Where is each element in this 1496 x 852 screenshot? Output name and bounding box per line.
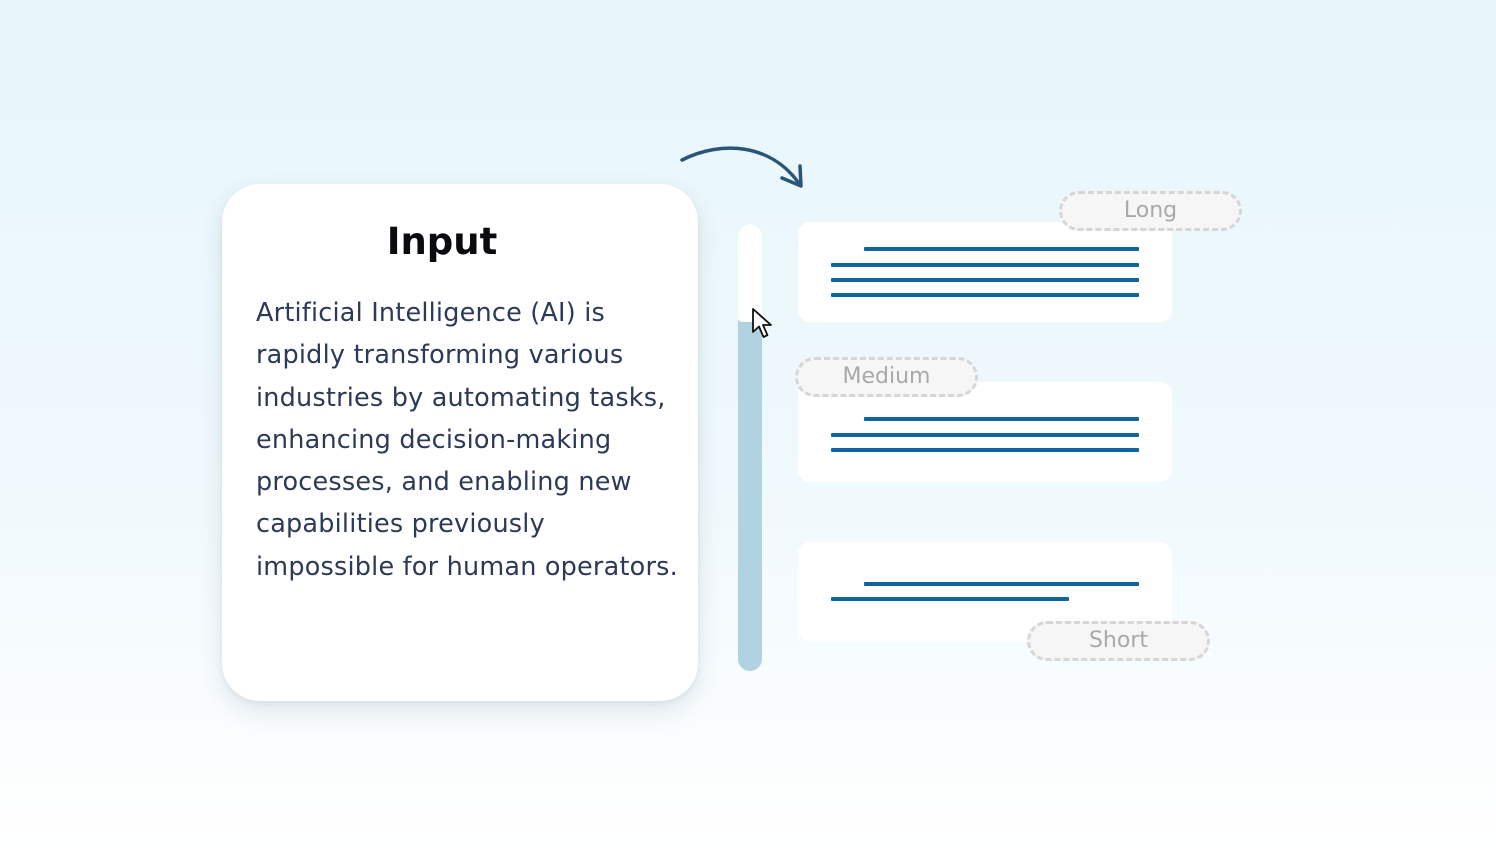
mouse-cursor-icon (752, 308, 772, 338)
summary-line (864, 247, 1139, 251)
curved-arrow-icon (680, 146, 803, 188)
summary-line (831, 293, 1139, 297)
length-slider-handle[interactable] (738, 224, 762, 322)
summary-line (864, 417, 1139, 421)
summary-line (831, 448, 1139, 452)
long-length-pill[interactable]: Long (1059, 191, 1242, 231)
medium-summary-card (798, 382, 1172, 482)
summary-line (831, 433, 1139, 437)
medium-length-pill[interactable]: Medium (795, 357, 978, 397)
summary-line (831, 263, 1139, 267)
long-summary-card (798, 222, 1172, 322)
summary-line (864, 582, 1139, 586)
summary-line (831, 278, 1139, 282)
summary-line (831, 597, 1069, 601)
short-length-pill[interactable]: Short (1027, 621, 1210, 661)
input-title: Input (386, 220, 498, 263)
input-card: Input Artificial Intelligence (AI) is ra… (222, 184, 698, 701)
input-text: Artificial Intelligence (AI) is rapidly … (256, 298, 678, 582)
